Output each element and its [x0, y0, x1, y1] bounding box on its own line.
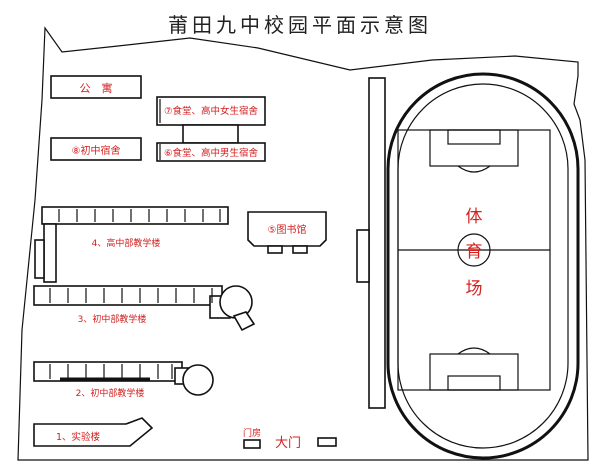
library-label: ⑤图书馆	[268, 223, 307, 236]
gatehouse[interactable]: 门房	[243, 427, 261, 449]
junior-dorm-building[interactable]: ⑧初中宿舍	[50, 137, 142, 161]
stadium[interactable]: 体 育 场	[386, 72, 580, 460]
lab-building[interactable]: 1、实验楼	[33, 417, 154, 447]
lab-label: 1、实验楼	[56, 431, 101, 443]
canteen-girls-label: ⑦食堂、高中女生宿舍	[164, 105, 259, 117]
stadium-label-1: 体	[466, 207, 483, 227]
canteen-boys-label: ⑥食堂、高中男生宿舍	[164, 147, 259, 159]
junior-teaching-2-windows	[49, 364, 173, 379]
canteen-dorm-complex[interactable]: ⑦食堂、高中女生宿舍 ⑥食堂、高中男生宿舍	[156, 96, 266, 162]
main-gate-label: 大门	[275, 436, 301, 451]
junior-teaching-3-label: 3、初中部教学楼	[78, 313, 147, 325]
map-title: 莆田九中校园平面示意图	[168, 13, 432, 37]
junior-teaching-3-windows	[49, 288, 213, 303]
apartment-building[interactable]: 公 寓	[50, 75, 142, 99]
library-building[interactable]: ⑤图书馆	[247, 211, 327, 254]
senior-teaching-label: 4、高中部教学楼	[92, 237, 161, 249]
main-gate[interactable]: 大门	[275, 436, 337, 451]
junior-teaching-building-2[interactable]: 2、初中部教学楼	[33, 361, 214, 399]
apartment-label: 公 寓	[80, 81, 113, 95]
stadium-label-2: 育	[466, 242, 483, 262]
senior-teaching-windows	[58, 209, 221, 222]
junior-teaching-2-label: 2、初中部教学楼	[76, 387, 145, 399]
junior-teaching-building-3[interactable]: 3、初中部教学楼	[33, 285, 256, 332]
grandstand-side	[356, 229, 370, 283]
gatehouse-label: 门房	[243, 427, 261, 439]
stadium-outer-track	[386, 72, 580, 460]
campus-boundary	[17, 26, 589, 461]
grandstand	[368, 77, 386, 409]
stadium-inner-track	[397, 83, 569, 449]
stadium-label-3: 场	[466, 279, 483, 299]
senior-teaching-building[interactable]: 4、高中部教学楼	[34, 206, 229, 283]
junior-dorm-label: ⑧初中宿舍	[72, 144, 121, 157]
